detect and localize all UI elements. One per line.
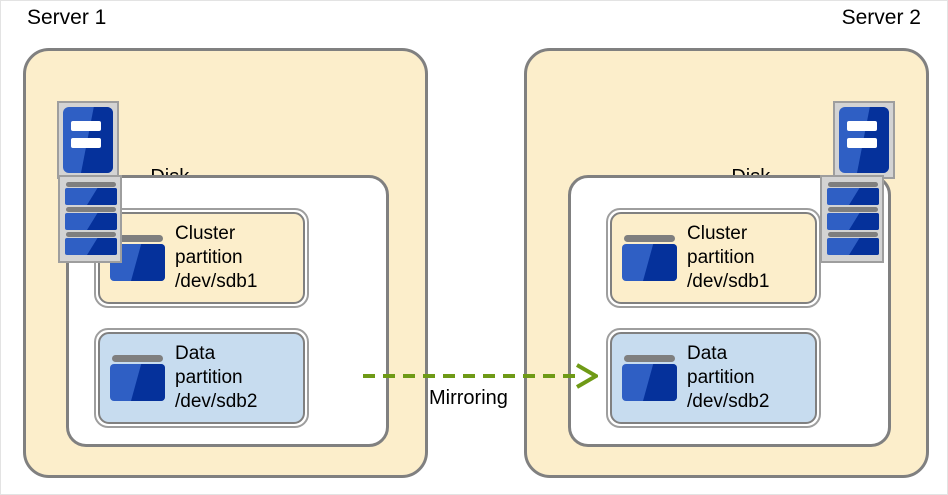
partition-disk-icon xyxy=(110,355,165,401)
server-tower-icon xyxy=(833,101,895,179)
disk-stack-unit-3 xyxy=(65,232,117,256)
partition-line-3: /dev/sdb1 xyxy=(687,271,770,292)
disk-stack-cap xyxy=(66,207,116,212)
server-tower-slot-2 xyxy=(847,138,877,148)
disk-stack-body xyxy=(827,188,879,205)
partition-disk-body xyxy=(110,364,165,401)
disk-stack-unit-2 xyxy=(65,207,117,231)
disk-stack-unit-1 xyxy=(65,182,117,206)
disk-stack-body xyxy=(65,238,117,255)
server-1-cluster-partition-inner: Cluster partition /dev/sdb1 xyxy=(98,212,305,304)
server-tower-slot-1 xyxy=(847,121,877,131)
disk-stack-icon xyxy=(820,175,884,263)
server-1-label: Server 1 xyxy=(27,6,107,29)
partition-disk-icon xyxy=(622,355,677,401)
server-2-data-partition: Data partition /dev/sdb2 xyxy=(606,328,821,428)
disk-stack-body xyxy=(827,238,879,255)
partition-line-1: Data xyxy=(687,343,728,364)
server-2-label: Server 2 xyxy=(841,6,921,29)
disk-stack-cap xyxy=(828,182,878,187)
server-2-data-partition-inner: Data partition /dev/sdb2 xyxy=(610,332,817,424)
partition-line-3: /dev/sdb2 xyxy=(687,391,770,412)
partition-line-3: /dev/sdb2 xyxy=(175,391,258,412)
disk-stack-unit-1 xyxy=(827,182,879,206)
mirror-arrow-head xyxy=(575,363,598,389)
server-tower-slot-2 xyxy=(71,138,101,148)
server-2-cluster-partition: Cluster partition /dev/sdb1 xyxy=(606,208,821,308)
disk-stack-body xyxy=(827,213,879,230)
server-1-data-partition: Data partition /dev/sdb2 xyxy=(94,328,309,428)
partition-disk-body xyxy=(622,244,677,281)
partition-disk-cap xyxy=(112,235,163,242)
server-1-body: Disk /dev/sdb Cluster partition /dev/sdb… xyxy=(23,48,428,478)
server-1-data-partition-inner: Data partition /dev/sdb2 xyxy=(98,332,305,424)
server-2-data-partition-text: Data partition /dev/sdb2 xyxy=(687,342,769,414)
partition-line-1: Cluster xyxy=(687,223,748,244)
partition-line-2: partition xyxy=(687,367,755,388)
partition-line-2: partition xyxy=(175,247,243,268)
dashed-arrow-right-icon xyxy=(363,363,598,389)
mirroring-label: Mirroring xyxy=(429,387,508,409)
partition-disk-body xyxy=(622,364,677,401)
partition-disk-cap xyxy=(624,355,675,362)
partition-line-1: Data xyxy=(175,343,216,364)
server-tower-glyph xyxy=(839,107,889,173)
partition-disk-icon xyxy=(622,235,677,281)
server-2-cluster-partition-inner: Cluster partition /dev/sdb1 xyxy=(610,212,817,304)
partition-line-2: partition xyxy=(687,247,755,268)
disk-stack-cap xyxy=(66,232,116,237)
disk-stack-body xyxy=(65,188,117,205)
server-1-cluster-partition-text: Cluster partition /dev/sdb1 xyxy=(175,222,257,294)
disk-stack-icon xyxy=(58,175,122,263)
server-2-body: Disk /dev/sdb Cluster partition /dev/sdb… xyxy=(524,48,929,478)
server-tower-glyph xyxy=(63,107,113,173)
disk-stack-unit-2 xyxy=(827,207,879,231)
partition-disk-cap xyxy=(112,355,163,362)
server-1-cluster-partition: Cluster partition /dev/sdb1 xyxy=(94,208,309,308)
server-tower-slot-1 xyxy=(71,121,101,131)
server-2-cluster-partition-text: Cluster partition /dev/sdb1 xyxy=(687,222,769,294)
disk-stack-body xyxy=(65,213,117,230)
server-1-disk-box: Cluster partition /dev/sdb1 Data partiti… xyxy=(66,175,389,447)
partition-disk-cap xyxy=(624,235,675,242)
partition-line-2: partition xyxy=(175,367,243,388)
partition-line-1: Cluster xyxy=(175,223,236,244)
disk-stack-cap xyxy=(66,182,116,187)
disk-stack-unit-3 xyxy=(827,232,879,256)
disk-stack-cap xyxy=(828,232,878,237)
server-1-data-partition-text: Data partition /dev/sdb2 xyxy=(175,342,257,414)
partition-line-3: /dev/sdb1 xyxy=(175,271,258,292)
disk-stack-cap xyxy=(828,207,878,212)
server-tower-icon xyxy=(57,101,119,179)
